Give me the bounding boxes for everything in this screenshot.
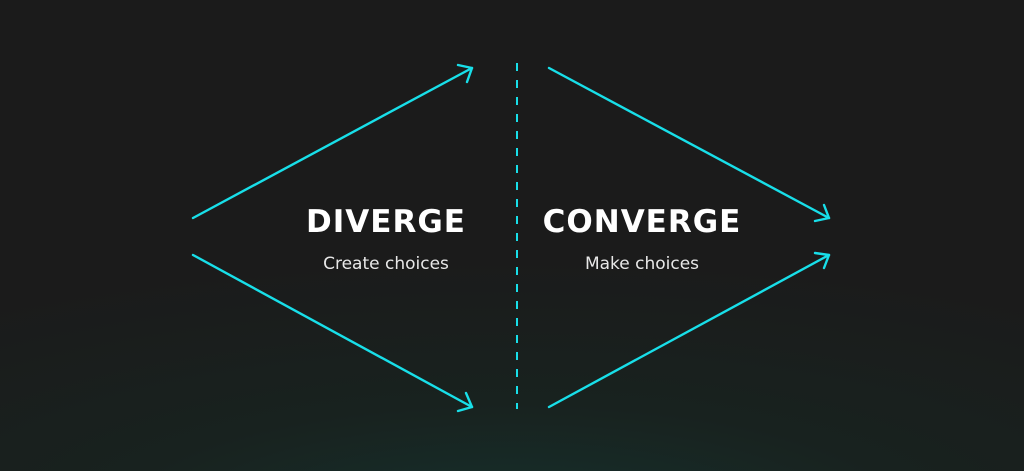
converge-label-group: CONVERGE Make choices xyxy=(532,204,752,275)
diverge-upper-arrow xyxy=(191,63,474,220)
diverge-subtitle: Create choices xyxy=(323,254,449,274)
converge-subtitle: Make choices xyxy=(584,254,700,274)
converge-title: CONVERGE xyxy=(542,204,742,240)
converge-upper-arrow xyxy=(547,66,831,223)
diverge-label-group: DIVERGE Create choices xyxy=(296,204,476,275)
converge-lower-arrow xyxy=(547,251,831,409)
diverge-lower-arrow xyxy=(191,253,474,413)
diverge-title: DIVERGE xyxy=(306,204,466,240)
